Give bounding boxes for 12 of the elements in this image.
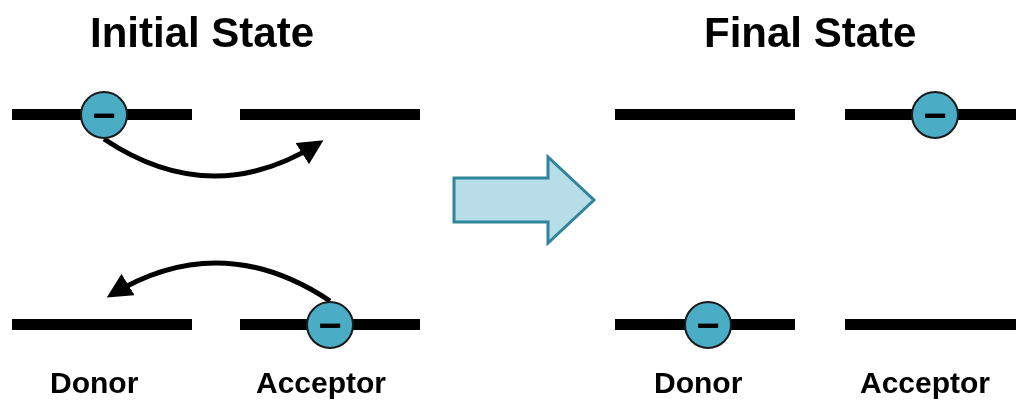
panel-title: Final State <box>704 12 917 54</box>
column-label: Acceptor <box>860 368 991 398</box>
electron: − <box>911 91 959 139</box>
curved-arrow <box>106 260 332 304</box>
column-label: Acceptor <box>256 368 387 398</box>
panel-title: Initial State <box>90 12 315 54</box>
column-label: Donor <box>654 368 743 398</box>
electron: − <box>80 91 128 139</box>
column-label: Donor <box>50 368 139 398</box>
electron: − <box>684 301 732 349</box>
block-arrow <box>452 153 597 247</box>
electron: − <box>306 301 354 349</box>
